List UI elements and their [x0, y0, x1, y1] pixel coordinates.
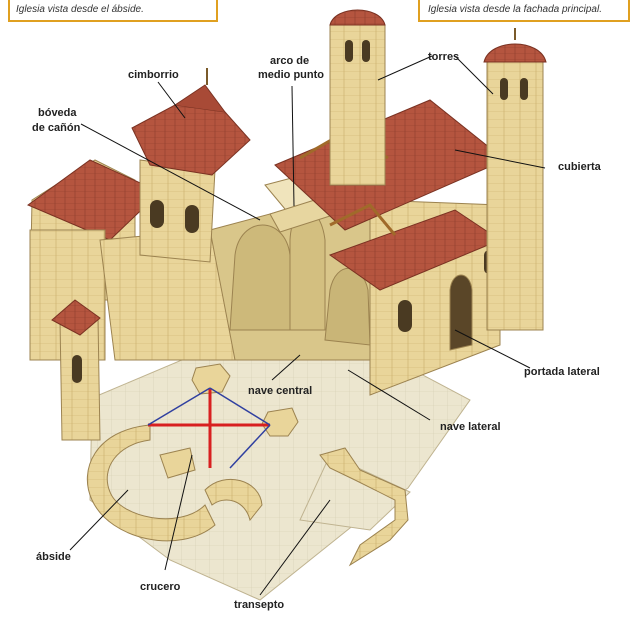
- right-tower: [484, 28, 546, 330]
- label-arco-line1: arco de: [270, 55, 309, 67]
- label-cubierta: cubierta: [558, 161, 602, 173]
- label-crucero: crucero: [140, 581, 181, 593]
- small-apse-tower: [52, 300, 100, 440]
- label-arco-line2: medio punto: [258, 69, 324, 81]
- label-transepto: transepto: [234, 599, 284, 611]
- label-torres: torres: [428, 51, 459, 63]
- label-nave-lateral: nave lateral: [440, 421, 501, 433]
- label-boveda-line2: de cañón: [32, 122, 81, 134]
- label-boveda-line1: bóveda: [38, 107, 77, 119]
- left-tower: [330, 10, 385, 185]
- label-cimborrio: cimborrio: [128, 69, 179, 81]
- label-portada-lateral: portada lateral: [524, 366, 600, 378]
- label-abside: ábside: [36, 551, 71, 563]
- label-nave-central: nave central: [248, 385, 312, 397]
